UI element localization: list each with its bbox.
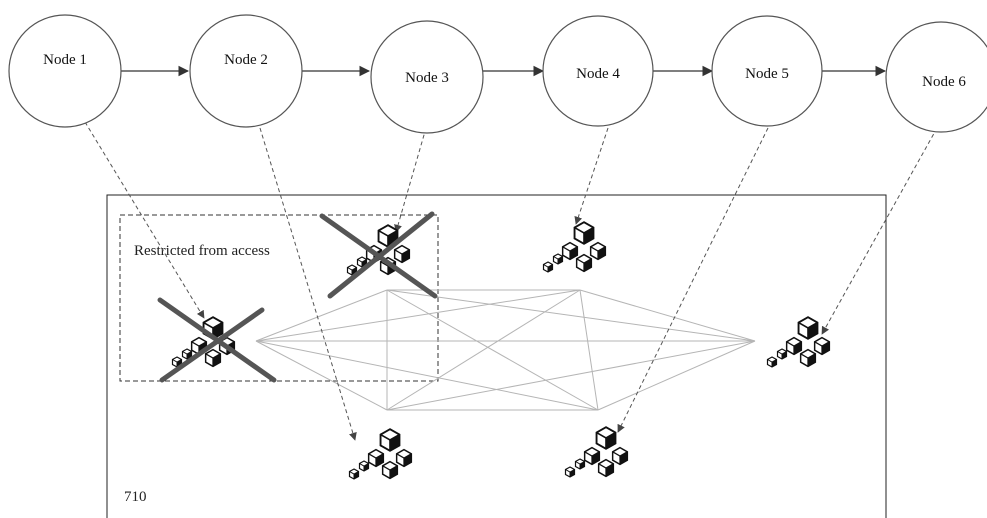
node-3-label: Node 3 [405,70,449,86]
node-2: Node 2 [189,14,303,128]
cross-icon [157,297,277,383]
node-3: Node 3 [370,20,484,134]
node-4-label: Node 4 [576,66,620,82]
network-box-710 [106,194,887,518]
node-1-label: Node 1 [43,52,87,68]
block-cluster-icon [173,317,235,367]
node-2-label: Node 2 [224,52,268,68]
node-5-label: Node 5 [745,66,789,82]
node-mapping-arrows [84,121,938,441]
node-5: Node 5 [711,15,823,127]
block-cluster-icon [768,317,830,367]
block-cluster-icon [566,427,628,477]
cross-icon [319,211,438,299]
block-cluster-icon [350,429,412,479]
block-cluster-icon [544,222,606,272]
node-1: Node 1 [8,14,122,128]
block-cluster-icon [348,225,410,275]
restricted-region [119,214,439,382]
node-6-label: Node 6 [922,74,966,90]
restricted-label: Restricted from access [134,243,270,259]
node-6: Node 6 [885,21,987,133]
network-ref-label: 710 [124,489,147,505]
node-4: Node 4 [542,15,654,127]
network-mesh [255,289,756,411]
